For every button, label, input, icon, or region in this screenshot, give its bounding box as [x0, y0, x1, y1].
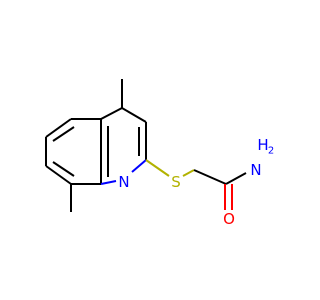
bond-c2-n1 — [131, 159, 147, 173]
atom-label-quinoline-n: N — [118, 173, 129, 191]
atom-label-carbonyl-o: O — [223, 210, 235, 228]
bond-c5-c6-inner — [52, 126, 75, 142]
bond-n1-c8a — [100, 180, 117, 185]
atom-label-amide-h2: H — [257, 136, 268, 154]
molecule-structure: N S O N H 2 — [45, 79, 274, 228]
bond-ch2-carbonyl — [193, 169, 227, 185]
bond-c2-s — [145, 159, 170, 177]
bond-c4-c3 — [121, 107, 147, 123]
bond-carbonyl-amide-n — [225, 172, 247, 185]
atom-label-thioether-s: S — [171, 173, 181, 191]
bond-c7-c8-inner — [52, 161, 75, 177]
bond-c5-c6 — [45, 118, 72, 138]
bond-s-ch2 — [182, 169, 195, 177]
atom-label-amide-n: N — [250, 161, 261, 179]
bond-c7-c8 — [45, 165, 72, 185]
atom-label-amide-h2-subscript: 2 — [268, 146, 274, 157]
bond-c4a-c4 — [100, 107, 123, 120]
